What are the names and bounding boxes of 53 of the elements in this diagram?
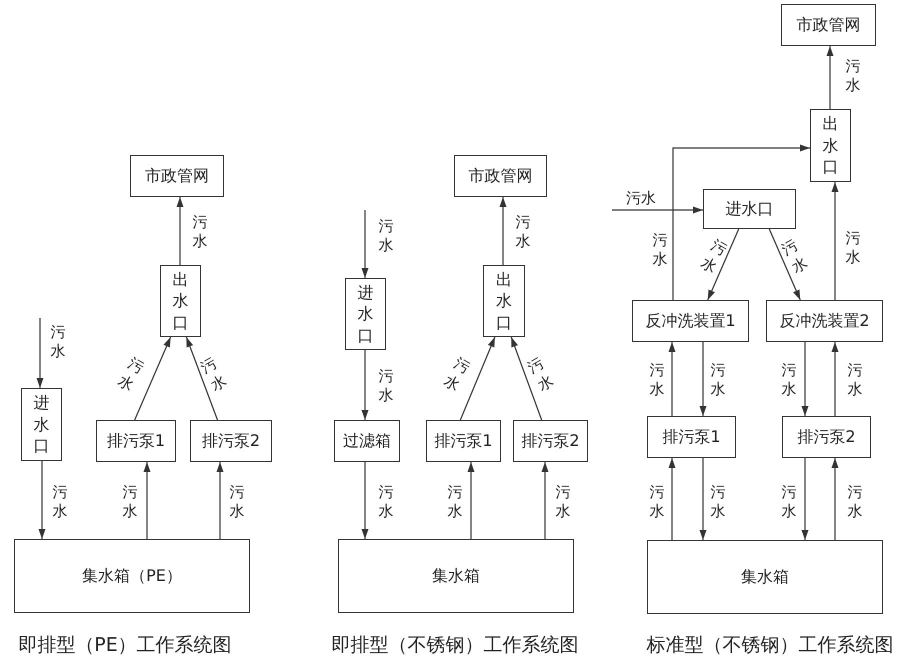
arrow [362,210,368,278]
arrow [612,206,703,214]
arrow [700,458,706,540]
arrow [216,462,224,539]
arrow [362,350,368,420]
process-box: 集水箱 [647,540,883,614]
arrow [802,458,808,540]
arrow [186,336,218,420]
arrow [38,461,46,539]
arrow [36,318,44,388]
arrow [668,342,676,416]
process-box: 排污泵2 [513,420,588,462]
arrow [510,336,542,420]
arrow [460,336,496,420]
arrow [134,336,172,420]
arrow [832,458,838,540]
process-box: 反冲洗装置1 [632,300,749,342]
process-box: 出水口 [810,109,851,182]
arrow [144,462,150,539]
process-box: 过滤箱 [334,420,400,462]
process-box: 集水箱（PE） [14,539,250,613]
process-box: 市政管网 [130,155,224,197]
process-box: 进水口 [21,388,62,461]
arrow [802,342,808,416]
arrow [672,144,810,300]
process-box: 排污泵1 [426,420,501,462]
process-box: 排污泵1 [96,420,176,462]
process-box: 进水口 [703,189,796,229]
arrow [542,462,548,539]
diagram-caption: 标准型（不锈钢）工作系统图 [646,633,894,658]
arrow [826,46,834,109]
arrow [362,462,368,539]
arrow [700,342,706,416]
process-box: 出水口 [160,265,201,337]
diagram-caption: 即排型（PE）工作系统图 [18,633,232,658]
arrow [707,228,740,300]
process-box: 反冲洗装置2 [766,300,883,342]
process-box: 排污泵2 [782,416,871,458]
arrow [500,197,506,265]
arrow [668,458,676,540]
process-box: 市政管网 [781,4,876,46]
process-box: 排污泵1 [647,416,736,458]
arrow [768,228,801,300]
arrow [176,197,184,265]
diagram-caption: 即排型（不锈钢）工作系统图 [332,633,578,658]
process-box: 进水口 [345,278,386,350]
arrow [832,342,838,416]
process-box: 出水口 [483,265,525,337]
process-box: 集水箱 [338,539,574,613]
process-box: 排污泵2 [190,420,272,462]
process-box: 市政管网 [454,155,547,197]
arrow [832,182,838,300]
arrow [468,462,474,539]
